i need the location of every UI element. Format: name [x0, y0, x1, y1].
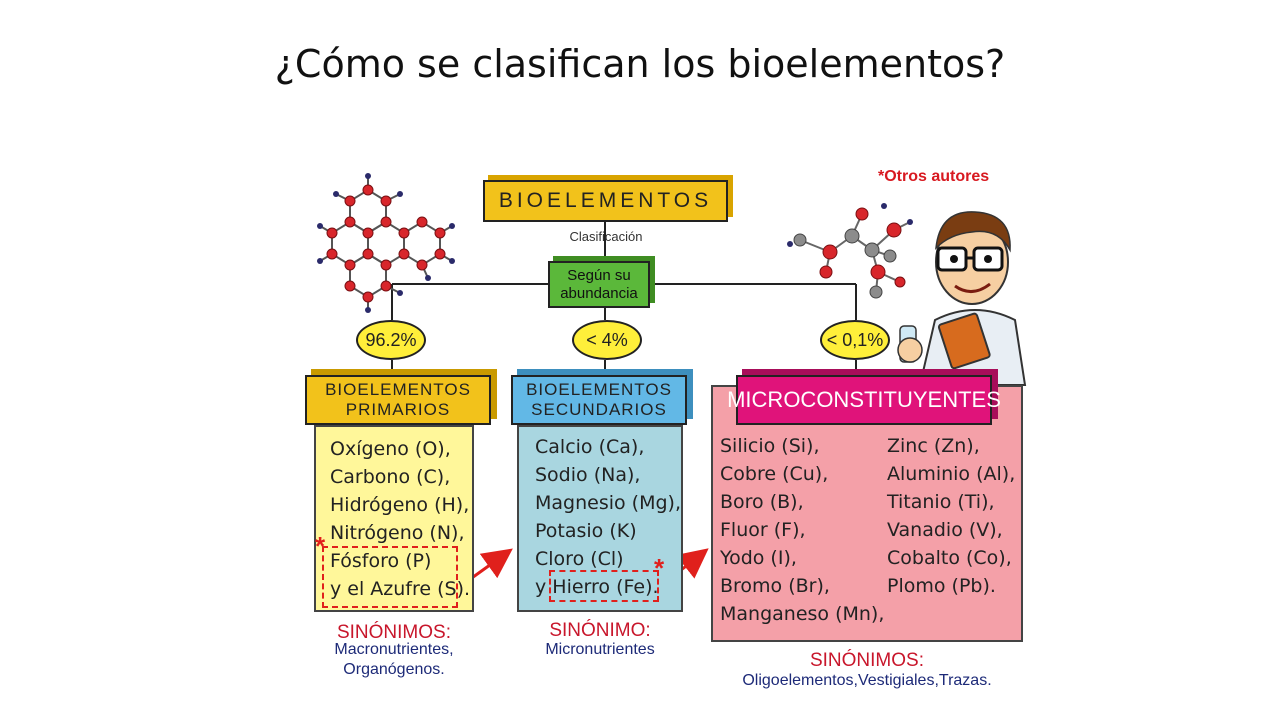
list-item: Magnesio (Mg), — [535, 492, 681, 514]
highlight-box-primary — [322, 546, 458, 608]
micro-list-right: Zinc (Zn), Aluminio (Al), Titanio (Ti), … — [887, 432, 1015, 600]
micro-list-left: Silicio (Si), Cobre (Cu), Boro (B), Fluo… — [720, 432, 884, 628]
list-item: Calcio (Ca), — [535, 436, 645, 458]
synonym-primary-line1: Macronutrientes, — [334, 641, 454, 658]
highlight-box-secondary — [549, 570, 659, 602]
list-item: Cobalto (Co), — [887, 547, 1012, 569]
list-item: Silicio (Si), — [720, 435, 820, 457]
list-item: y Hierro (Fe). — [535, 576, 659, 598]
list-item: Aluminio (Al), — [887, 463, 1016, 485]
criterion-line1: Según su — [567, 266, 631, 284]
slide-title: ¿Cómo se clasifican los bioelementos? — [274, 42, 1006, 86]
asterisk-secondary: * — [654, 553, 665, 583]
category-primary: BIOELEMENTOS PRIMARIOS — [305, 375, 491, 425]
molecule-left-atoms — [326, 184, 446, 303]
list-item: Boro (B), — [720, 491, 804, 513]
category-secondary-line2: SECUNDARIOS — [531, 400, 667, 419]
list-item: Potasio (K) — [535, 520, 637, 542]
synonym-title-primary: SINÓNIMOS: — [336, 622, 451, 643]
list-item: y el Azufre (S). — [330, 578, 471, 600]
percent-micro: < 0,1% — [820, 320, 890, 360]
percent-primary: 96.2% — [356, 320, 426, 360]
list-item: Yodo (I), — [720, 547, 797, 569]
synonym-micro: Oligoelementos,Vestigiales,Trazas. — [742, 672, 992, 689]
asterisk-primary: * — [315, 531, 326, 561]
asterisk: * — [878, 168, 885, 185]
list-item: Plomo (Pb). — [887, 575, 996, 597]
list-item: Titanio (Ti), — [887, 491, 995, 513]
synonym-title-micro: SINÓNIMOS: — [809, 650, 924, 671]
classification-caption: Clasificación — [569, 229, 643, 244]
other-authors-label: Otros autores — [884, 168, 990, 185]
synonym-primary: Macronutrientes, Organógenos. — [304, 640, 484, 680]
list-item: Bromo (Br), — [720, 575, 830, 597]
synonym-secondary: Micronutrientes — [545, 641, 655, 658]
primary-panel: Oxígeno (O), Carbono (C), Hidrógeno (H),… — [314, 425, 474, 612]
scientist-icon — [897, 211, 1027, 386]
list-item: Cloro (Cl) — [535, 548, 624, 570]
synonym-primary-line2: Organógenos. — [343, 661, 445, 678]
category-micro: MICROCONSTITUYENTES — [727, 375, 1001, 425]
list-item: Cobre (Cu), — [720, 463, 829, 485]
list-item: Fluor (F), — [720, 519, 806, 541]
category-secondary: BIOELEMENTOS SECUNDARIOS — [511, 375, 687, 425]
list-item: Manganeso (Mn), — [720, 603, 885, 625]
criterion-line2: abundancia — [560, 284, 638, 302]
category-secondary-line1: BIOELEMENTOS — [526, 380, 672, 399]
list-item: Hidrógeno (H), — [330, 494, 470, 516]
list-item: Carbono (C), — [330, 466, 451, 488]
secondary-panel: Calcio (Ca), Sodio (Na), Magnesio (Mg), … — [517, 425, 683, 612]
list-item: Sodio (Na), — [535, 464, 641, 486]
percent-secondary: < 4% — [572, 320, 642, 360]
list-item: Oxígeno (O), — [330, 438, 451, 460]
criterion-box: Según su abundancia — [548, 261, 650, 308]
list-item: Vanadio (V), — [887, 519, 1003, 541]
other-authors-note: *Otros autores — [878, 168, 989, 186]
bioelementos-header: BIOELEMENTOS — [483, 180, 728, 222]
list-item: Nitrógeno (N), — [330, 522, 465, 544]
list-item: Zinc (Zn), — [887, 435, 980, 457]
category-primary-line1: BIOELEMENTOS — [325, 380, 471, 399]
list-item: Fósforo (P) — [330, 550, 432, 572]
category-primary-line2: PRIMARIOS — [345, 400, 451, 419]
synonym-title-secondary: SINÓNIMO: — [549, 620, 651, 641]
